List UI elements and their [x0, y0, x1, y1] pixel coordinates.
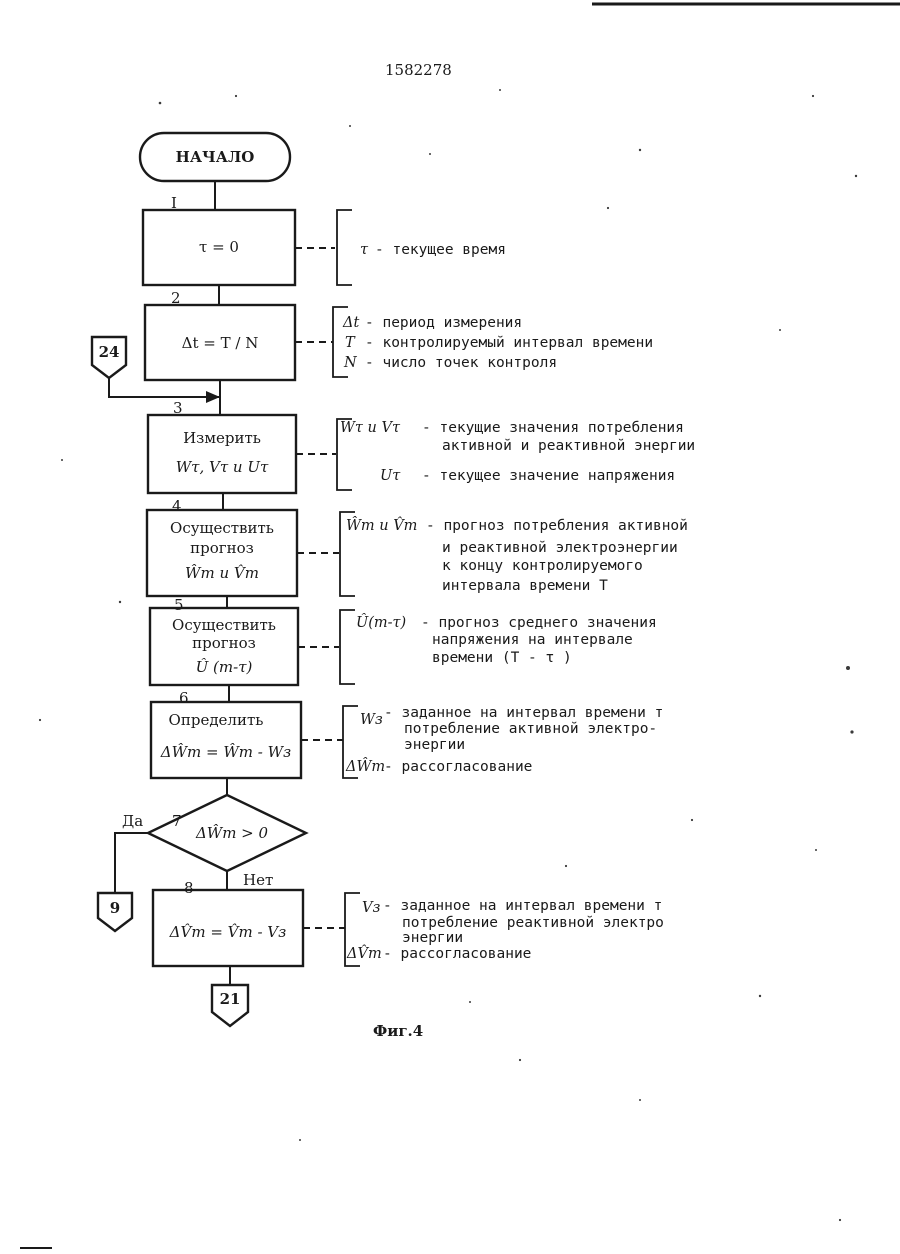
block-6: 6 Определить ΔŴт = Ŵт - Wз [151, 689, 301, 778]
comment-block-4: Ŵт и V̂т - прогноз потребления активной … [346, 516, 688, 594]
comment-7-row-4-symbol: ΔV̂т [346, 944, 382, 962]
block-4-line-1: Осуществить [170, 519, 274, 537]
block-4: 4 Осуществить прогноз Ŵт и V̂т [147, 497, 297, 596]
block-4-line-2: прогноз [190, 539, 254, 557]
comment-2-row-2-text: - контролируемый интервал времени [365, 335, 653, 351]
connector-yes: 9 [98, 893, 132, 931]
block-8: 8 ΔV̂т = V̂т - Vз [153, 879, 303, 966]
comment-4-row-4-text: интервала времени Т [442, 578, 608, 594]
comment-3-row-1-text: - текущие значения потребления [422, 420, 684, 436]
comment-3-row-1-symbol: Wτ и Vτ [340, 420, 401, 436]
connector-yes-label: 9 [110, 899, 120, 917]
comment-2-row-2-symbol: T [345, 335, 356, 351]
decision-no-label: Нет [243, 871, 273, 889]
comment-2-row-3-text: - число точек контроля [365, 355, 557, 371]
comment-2-row-1-text: - период измерения [365, 315, 522, 331]
decision-7-condition: ΔŴт > 0 [195, 824, 269, 842]
block-5-line-3: Û (т-τ) [196, 658, 253, 676]
comment-5-row-2-text: напряжения на интервале [432, 632, 633, 648]
comment-block-6: Wз - заданное на интервал времени т потр… [345, 705, 663, 775]
comment-4-row-3-text: к концу контролируемого [442, 558, 643, 574]
figure-caption: Фиг.4 [373, 1022, 423, 1040]
comment-6-row-2-text: потребление активной электро- [404, 721, 657, 737]
block-2-text: Δt = T / N [182, 334, 259, 352]
block-3: 3 Измерить Wτ, Vτ и Uτ [148, 399, 296, 493]
block-3-line-1: Измерить [183, 429, 261, 447]
block-1: I τ = 0 [143, 194, 295, 285]
block-1-text: τ = 0 [199, 238, 239, 256]
block-5-line-2: прогноз [192, 634, 256, 652]
comment-2-row-1-symbol: Δt [342, 315, 359, 331]
comment-block-1: τ - текущее время [360, 242, 506, 258]
comment-7-row-4-text: - рассогласование [383, 946, 531, 962]
block-8-line-1: ΔV̂т = V̂т - Vз [169, 923, 287, 941]
block-6-number: 6 [179, 689, 189, 707]
comment-2-row-3-symbol: N [343, 355, 358, 371]
doc-number: 1582278 [385, 61, 452, 79]
comment-7-row-2-text: потребление реактивной электро [402, 915, 664, 931]
start-label: НАЧАЛО [176, 148, 255, 166]
comment-1-row-1-symbol: τ [360, 242, 369, 258]
comment-6-row-4-text: - рассогласование [384, 759, 532, 775]
block-6-line-1: Определить [169, 711, 264, 729]
connector-entry-label: 24 [99, 343, 120, 361]
comment-block-3: Wτ и Vτ - текущие значения потребления а… [340, 420, 695, 484]
comment-6-row-1-text: - заданное на интервал времени т [384, 705, 663, 721]
decision-7-number: 7 [172, 812, 182, 830]
start-terminal: НАЧАЛО [140, 133, 290, 181]
comment-6-row-3-text: энергии [404, 737, 465, 753]
block-4-line-3: Ŵт и V̂т [185, 564, 259, 582]
comment-6-row-1-symbol: Wз [360, 712, 383, 728]
comment-7-row-1-text: - заданное на интервал времени т [383, 898, 662, 914]
comment-block-7: Vз - заданное на интервал времени т потр… [346, 898, 664, 962]
connector-exit-label: 21 [220, 990, 241, 1008]
block-3-line-2: Wτ, Vτ и Uτ [176, 458, 269, 476]
comment-block-5: Û(т-τ) - прогноз среднего значения напря… [356, 613, 657, 666]
comment-block-2: Δt - период измерения T - контролируемый… [342, 315, 653, 371]
comment-4-row-1-text: - прогноз потребления активной [426, 518, 688, 534]
comment-4-row-2-text: и реактивной электроэнергии [442, 540, 678, 556]
comment-1-row-1-text: - текущее время [375, 242, 506, 258]
block-3-number: 3 [173, 399, 183, 417]
block-1-number: I [171, 194, 177, 212]
block-5-number: 5 [174, 596, 184, 614]
comment-4-row-1-symbol: Ŵт и V̂т [346, 516, 417, 534]
comment-3-row-3-text: - текущее значение напряжения [422, 468, 675, 484]
comment-6-row-4-symbol: ΔŴт [345, 757, 385, 775]
comment-5-row-3-text: времени (Т - τ ) [432, 650, 572, 666]
block-8-number: 8 [184, 879, 194, 897]
block-2-number: 2 [171, 289, 181, 307]
block-6-line-2: ΔŴт = Ŵт - Wз [160, 743, 291, 761]
comment-7-row-1-symbol: Vз [362, 900, 380, 916]
decision-yes-label: Да [122, 812, 143, 830]
comment-5-row-1-symbol: Û(т-τ) [356, 613, 406, 631]
block-5-line-1: Осуществить [172, 616, 276, 634]
comment-3-row-3-symbol: Uτ [380, 468, 401, 484]
block-5: 5 Осуществить прогноз Û (т-τ) [150, 596, 298, 685]
block-4-number: 4 [172, 497, 182, 515]
decision-7: 7 ΔŴт > 0 [148, 795, 306, 871]
connector-exit: 21 [212, 985, 248, 1026]
comment-5-row-1-text: - прогноз среднего значения [421, 615, 657, 631]
comment-3-row-2-text: активной и реактивной энергии [442, 438, 695, 454]
comment-7-row-3-text: энергии [402, 930, 463, 946]
